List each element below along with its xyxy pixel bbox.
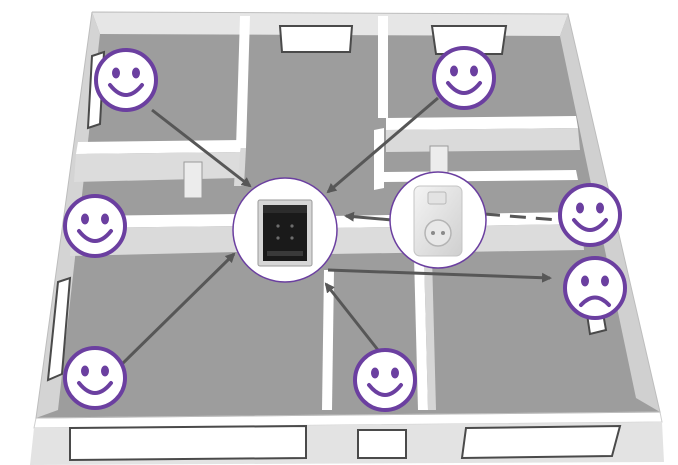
smiley-face-icon-bottom-center	[355, 350, 415, 410]
door-right-room	[430, 146, 448, 174]
window-front-middle	[358, 430, 406, 458]
window-top-middle	[280, 26, 352, 52]
sad-face-icon-right-sad	[565, 258, 625, 318]
door-top-left-room	[184, 162, 202, 198]
smiley-face-icon-mid-left	[65, 196, 125, 256]
smiley-face-icon-bottom-left	[65, 348, 125, 408]
wireless-socket	[390, 172, 486, 268]
window-front-left	[70, 426, 306, 460]
smiley-face-icon-top-left	[96, 50, 156, 110]
smiley-face-icon-right-happy	[560, 185, 620, 245]
touch-panel	[233, 178, 337, 282]
window-front-right	[462, 426, 620, 458]
smiley-face-icon-top-right	[434, 48, 494, 108]
